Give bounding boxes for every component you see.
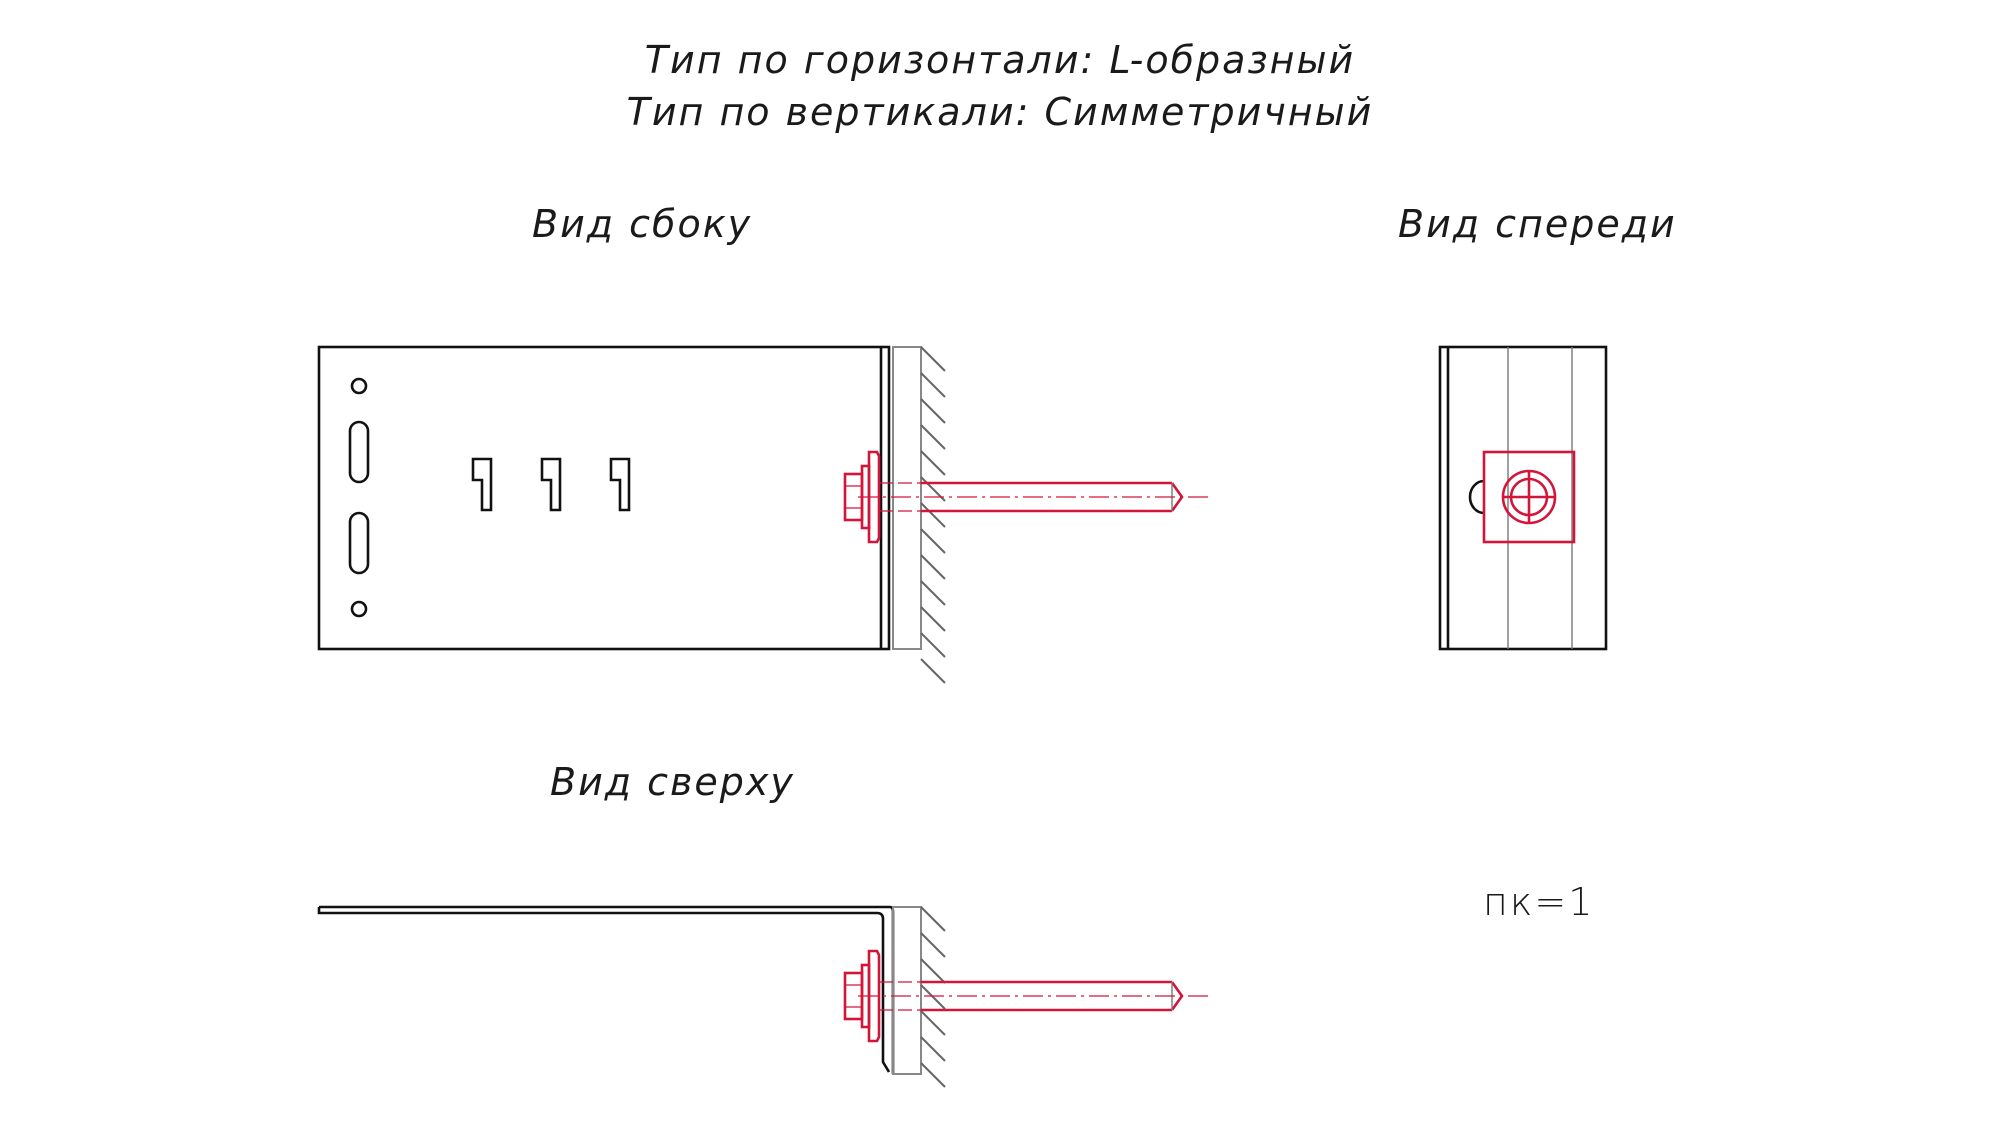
- header-line-vertical-type: Тип по вертикали: Симметричный: [626, 90, 1374, 134]
- top-view-anchor-screw: [843, 949, 1212, 1043]
- top-view-screw-washer: [867, 949, 881, 1043]
- side-view-bracket-plate: [317, 345, 891, 651]
- piece-count-note: пк=1: [1483, 880, 1595, 924]
- top-view-wall: [892, 906, 922, 1075]
- top-view-drawing: [317, 905, 1212, 1088]
- side-view-wall: [892, 346, 922, 650]
- front-view-bracket-outline: [1438, 345, 1608, 651]
- side-view-slot-bottom: [348, 511, 370, 575]
- side-view-hook-cutout-2: [540, 457, 562, 512]
- top-view-profile-inner: [317, 907, 891, 1073]
- header-line-horizontal-type: Тип по горизонтали: L-образный: [644, 38, 1356, 82]
- side-view-anchor-screw: [843, 450, 1212, 544]
- side-view-small-hole-top: [350, 377, 368, 395]
- front-view-washer-plate: [1482, 450, 1576, 544]
- top-view-profile-outer: [319, 905, 895, 1074]
- side-view-hook-cutout-3: [609, 457, 631, 512]
- front-view-label: Вид спереди: [1398, 202, 1677, 246]
- top-view-wall-hatching: [920, 906, 946, 1088]
- front-view-drawing: [1438, 345, 1608, 651]
- side-view-hook-cutout-1: [471, 457, 493, 512]
- side-view-small-hole-bottom: [350, 600, 368, 618]
- front-view-slot-edge: [1468, 479, 1485, 515]
- top-view-label: Вид сверху: [550, 760, 795, 804]
- side-view-screw-washer: [867, 450, 881, 544]
- side-view-drawing: [317, 345, 1212, 684]
- side-view-slot-top: [348, 420, 370, 484]
- side-view-label: Вид сбоку: [532, 202, 753, 246]
- side-view-wall-hatching: [920, 346, 946, 684]
